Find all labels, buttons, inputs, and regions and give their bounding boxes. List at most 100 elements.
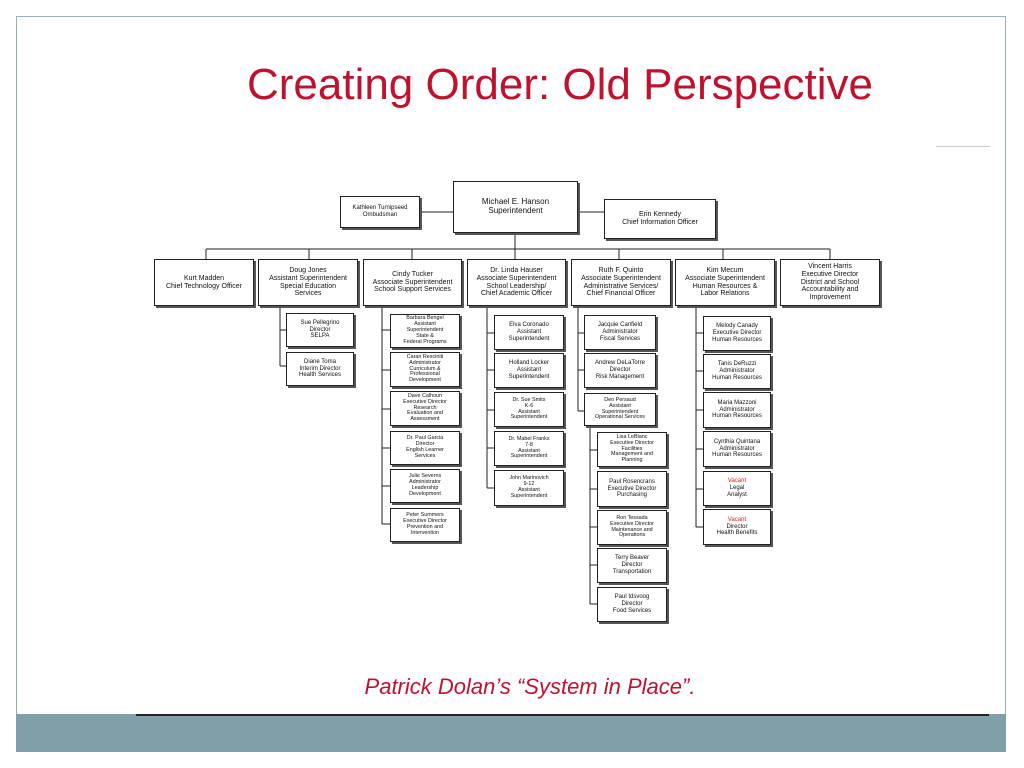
head-role: Associate Superintendent bbox=[476, 274, 557, 282]
staff-name: Holland Locker bbox=[508, 360, 550, 367]
staff-name: Ron Tessada bbox=[616, 514, 648, 521]
staff-title: Director bbox=[609, 367, 631, 374]
staff-title: 7-8 bbox=[525, 441, 533, 448]
staff-name: Terry Beaver bbox=[614, 555, 649, 562]
staff-box: Dave Calhoun Executive Director Research… bbox=[390, 391, 460, 426]
staff-box: Terry Beaver Director Transportation bbox=[597, 548, 667, 583]
head-role: Improvement bbox=[809, 294, 851, 302]
staff-title: Assistant bbox=[414, 321, 436, 328]
staff-name: Andrew DeLaTorre bbox=[594, 360, 646, 367]
staff-title: Maintenance and bbox=[611, 526, 653, 533]
staff-title: Assistant bbox=[609, 402, 631, 409]
superintendent-box: Michael E. Hanson Superintendent bbox=[453, 181, 578, 233]
staff-box: Julie Severns Administrator Leadership D… bbox=[390, 469, 460, 503]
staff-title: Administrator bbox=[719, 368, 755, 375]
staff-box: Caran Resciniti Administrator Curriculum… bbox=[390, 352, 460, 387]
staff-name: Caran Resciniti bbox=[406, 353, 444, 360]
staff-title: SELPA bbox=[310, 333, 330, 340]
head-role: Accountability and bbox=[801, 286, 859, 294]
head-role: School Support Services bbox=[374, 286, 451, 294]
staff-title: Superintendent bbox=[508, 335, 550, 342]
staff-title: Administrator bbox=[719, 445, 755, 452]
staff-box: Jacquie Canfield Administrator Fiscal Se… bbox=[584, 315, 656, 350]
staff-title: Planning bbox=[621, 457, 643, 464]
staff-box: Paul Idsvoog Director Food Services bbox=[597, 587, 667, 622]
head-human-resources: Kim Mecum Associate Superintendent Human… bbox=[675, 259, 775, 306]
staff-title: Professional bbox=[410, 371, 440, 378]
staff-name: Tanis DeRuzzi bbox=[717, 361, 757, 368]
ombudsman-role: Ombudsman bbox=[362, 212, 398, 218]
head-administrative-services: Ruth F. Quinto Associate Superintendent … bbox=[571, 259, 671, 306]
head-name: Dr. Linda Hauser bbox=[490, 266, 543, 274]
staff-title: Assistant bbox=[518, 487, 540, 493]
staff-name: Elva Coronado bbox=[509, 322, 549, 329]
staff-title: Services bbox=[414, 452, 436, 459]
staff-title: Superintendent bbox=[510, 492, 548, 499]
cio-role: Chief Information Officer bbox=[622, 219, 698, 226]
staff-box: Maria Mazzoni Administrator Human Resour… bbox=[703, 392, 771, 428]
staff-title: Human Resources bbox=[712, 336, 762, 343]
staff-title: Operational Services bbox=[594, 414, 646, 421]
staff-title: Administrator bbox=[409, 359, 441, 366]
head-special-education: Doug Jones Assistant Superintendent Spec… bbox=[258, 259, 358, 306]
staff-title: Human Resources bbox=[712, 413, 762, 420]
head-name: Kim Mecum bbox=[706, 266, 744, 274]
staff-title: Director bbox=[726, 523, 748, 530]
head-role: Special Education bbox=[279, 282, 337, 290]
head-role: Assistant Superintendent bbox=[269, 274, 347, 282]
staff-name: Dave Calhoun bbox=[407, 392, 443, 399]
head-role: Administrative Services/ bbox=[583, 282, 659, 290]
staff-box: Dr. Mabel Franks 7-8 Assistant Superinte… bbox=[494, 431, 564, 466]
staff-title: Legal bbox=[729, 485, 745, 492]
staff-name: Dr. Mabel Franks bbox=[508, 435, 550, 442]
staff-box: Barbara Bengel Assistant Superintendent … bbox=[390, 314, 460, 348]
staff-title: Facilities bbox=[621, 445, 643, 452]
head-role: Executive Director bbox=[801, 270, 859, 278]
staff-name: Maria Mazzoni bbox=[717, 399, 757, 406]
staff-name: Melody Canady bbox=[716, 323, 758, 330]
staff-box: Tanis DeRuzzi Administrator Human Resour… bbox=[703, 354, 771, 389]
staff-title: Assistant bbox=[516, 329, 542, 336]
staff-title: Director bbox=[621, 601, 643, 608]
staff-title: Superintendent bbox=[406, 327, 444, 334]
staff-title: Executive Director bbox=[607, 485, 657, 492]
head-role: Associate Superintendent bbox=[685, 274, 765, 282]
staff-name: Cynthia Quintana bbox=[713, 438, 761, 445]
slide-title: Creating Order: Old Perspective bbox=[246, 60, 874, 109]
staff-title: Curriculum & bbox=[409, 365, 441, 372]
staff-title: Assistant bbox=[518, 447, 540, 454]
staff-title: Superintendent bbox=[601, 408, 639, 415]
staff-title: Risk Management bbox=[595, 373, 645, 380]
staff-title: Analyst bbox=[727, 491, 747, 498]
staff-name: Julie Severns bbox=[408, 473, 442, 480]
staff-title: Director bbox=[621, 562, 643, 569]
staff-title: Executive Director bbox=[403, 518, 447, 525]
staff-title: 9-12 bbox=[523, 481, 535, 488]
staff-box: John Marinovich 9-12 Assistant Superinte… bbox=[494, 470, 564, 506]
staff-name: Dr. Paul Garcia bbox=[406, 435, 444, 442]
staff-title: Food Services bbox=[612, 607, 652, 614]
staff-box: Lisa LeBlanc Executive Director Faciliti… bbox=[597, 432, 667, 467]
staff-title: Health Benefits bbox=[716, 530, 758, 537]
staff-title: Administrator bbox=[409, 479, 441, 486]
staff-title: Research bbox=[413, 404, 437, 411]
staff-box: Deo Persaud Assistant Superintendent Ope… bbox=[584, 393, 656, 426]
ombudsman-name: Kathleen Turnipseed bbox=[352, 205, 408, 212]
staff-title: Intervention bbox=[410, 529, 440, 536]
staff-title: Assistant bbox=[516, 367, 542, 374]
staff-name: Jacquie Canfield bbox=[597, 322, 643, 329]
staff-box: Diane Toma Interim Director Health Servi… bbox=[286, 352, 354, 386]
staff-title: Evaluation and bbox=[407, 410, 443, 417]
staff-box: Holland Locker Assistant Superintendent bbox=[494, 353, 564, 388]
staff-title: Director bbox=[415, 441, 435, 448]
staff-name: John Marinovich bbox=[509, 475, 549, 482]
staff-title: Superintendent bbox=[508, 373, 550, 380]
head-name: Vincent Harris bbox=[808, 262, 852, 270]
slide-caption: Patrick Dolan’s “System in Place”. bbox=[364, 674, 696, 699]
staff-title: Director bbox=[309, 326, 331, 333]
staff-title: Federal Programs bbox=[403, 338, 447, 345]
cio-box: Erin Kennedy Chief Information Officer bbox=[604, 199, 716, 239]
staff-title: Superintendent bbox=[510, 453, 548, 460]
